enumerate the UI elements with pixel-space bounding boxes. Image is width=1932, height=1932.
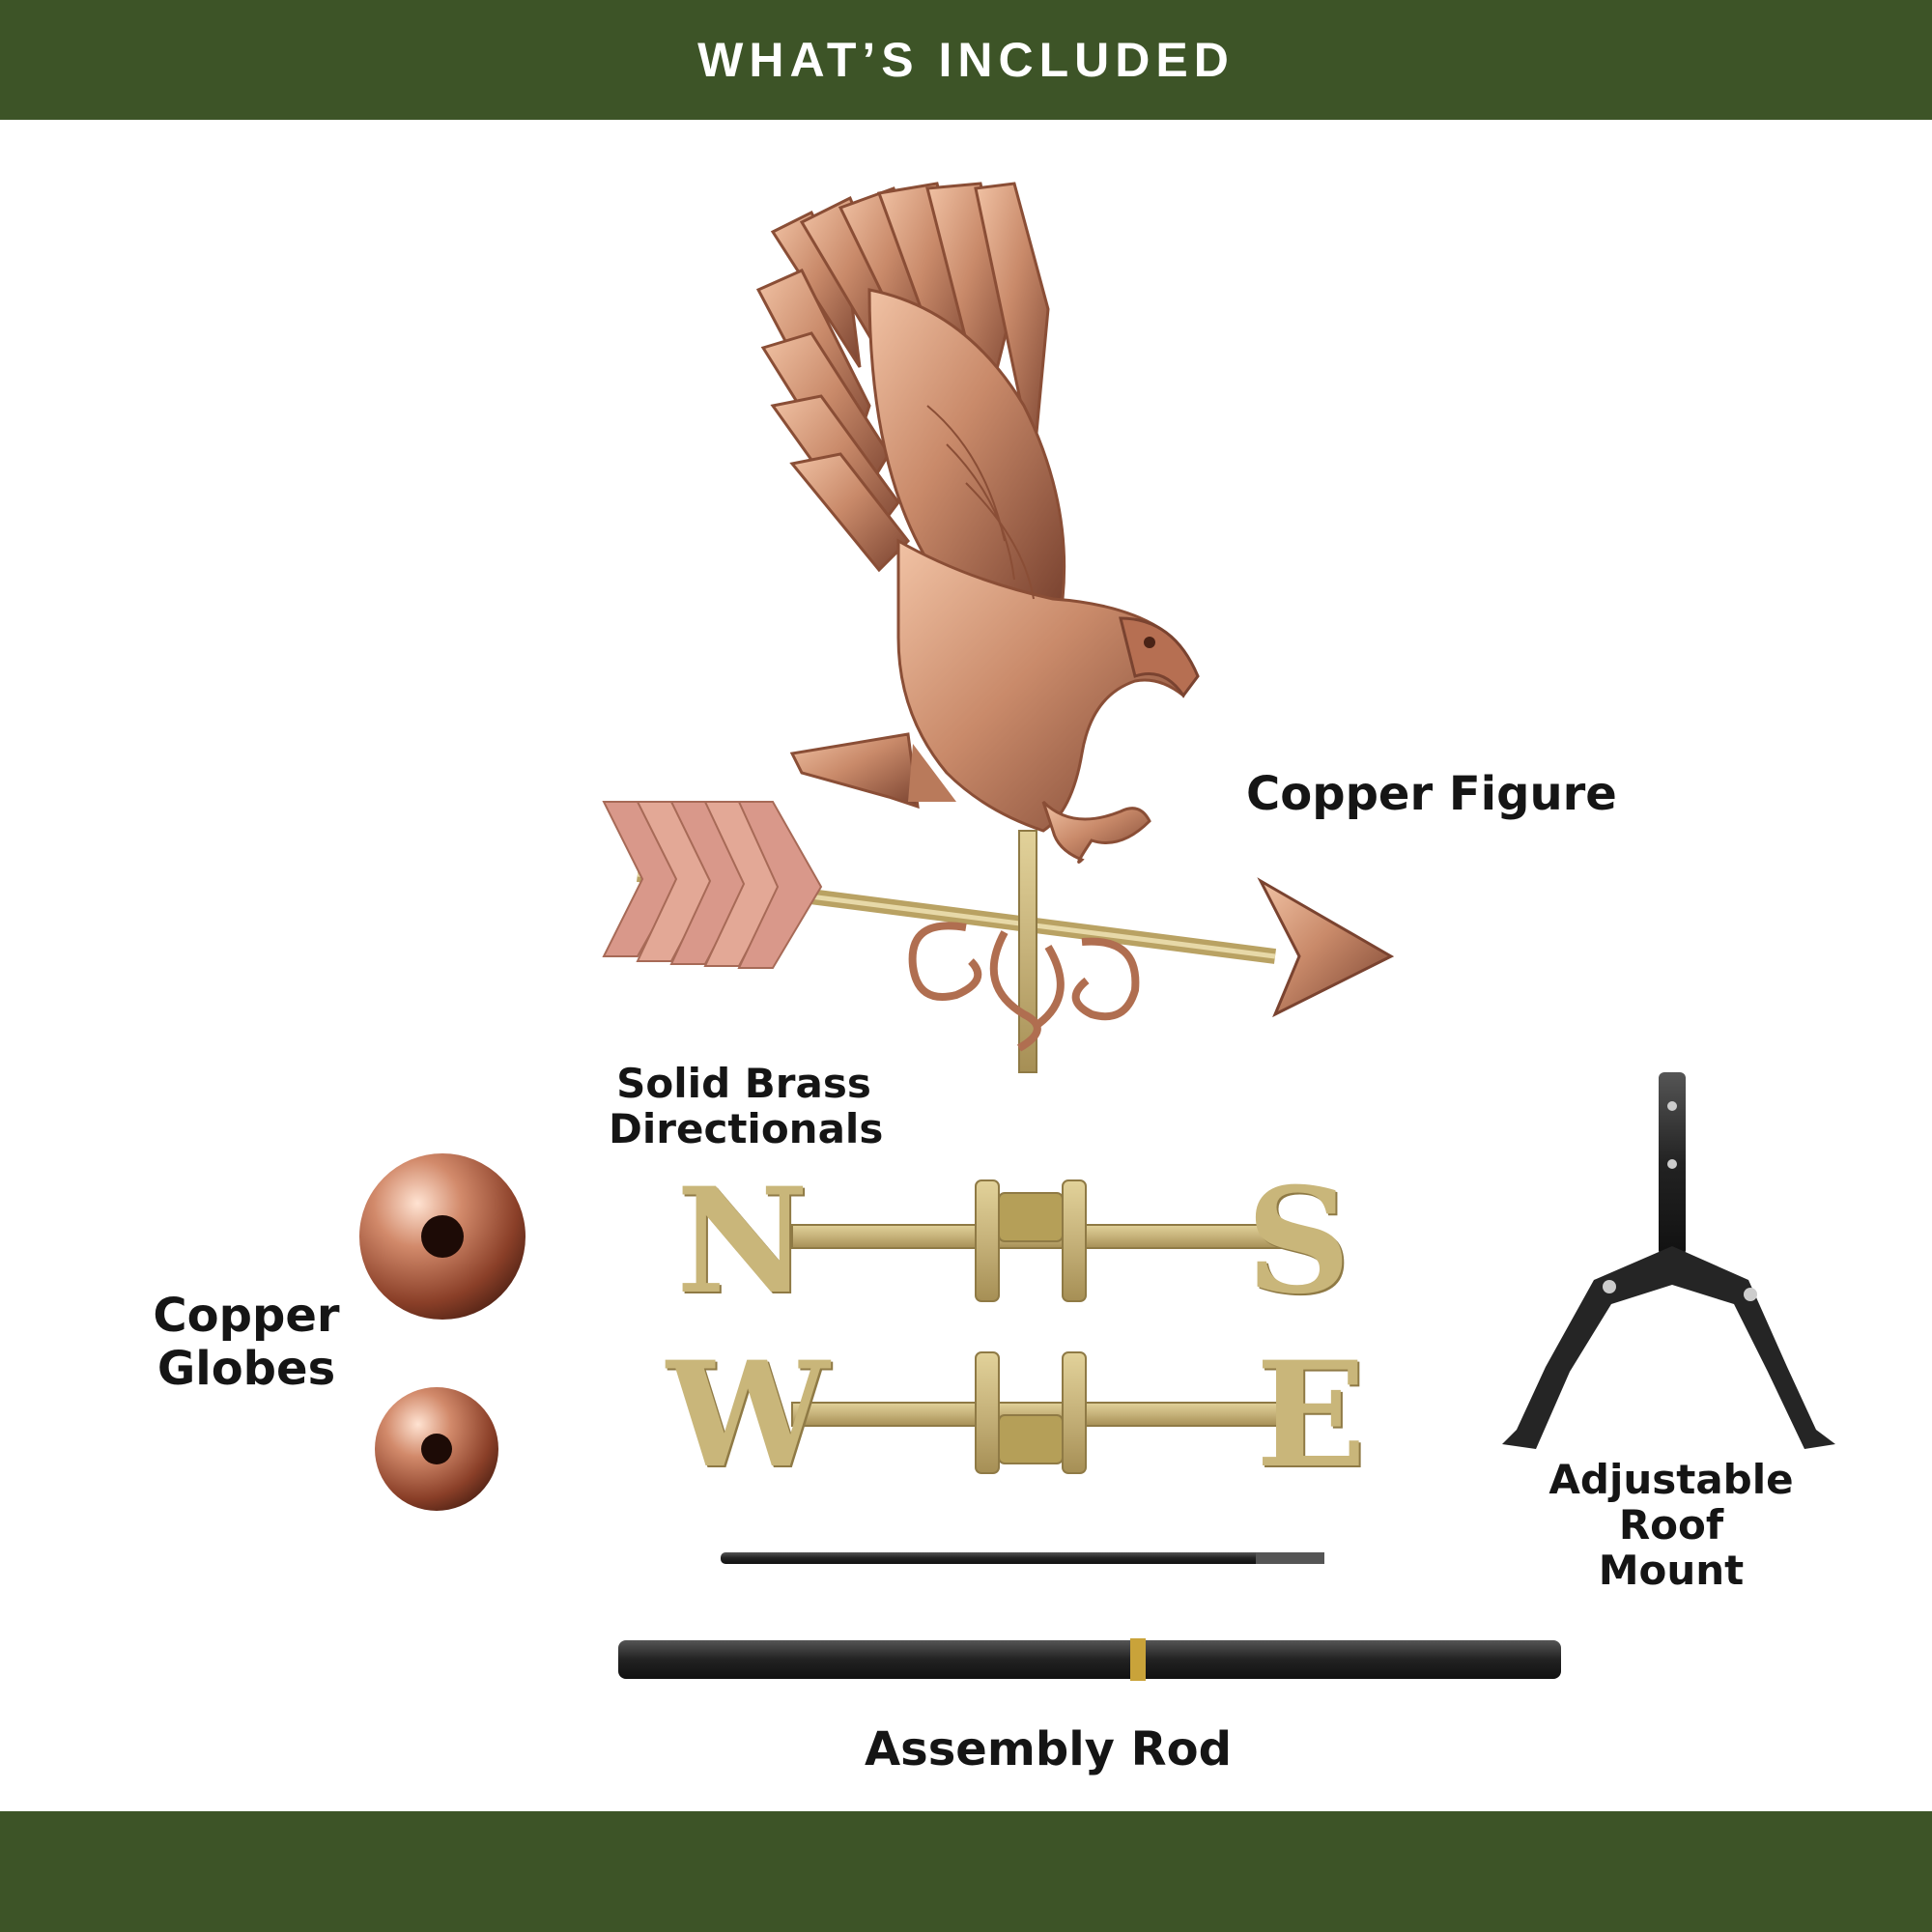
directional-bars — [791, 1179, 1286, 1474]
copper-globes-label: Copper Globes — [145, 1289, 348, 1397]
letter-south: S — [1246, 1156, 1351, 1326]
thick-rod — [618, 1640, 1561, 1679]
adjustable-roof-mount-label: Adjustable Roof Mount — [1536, 1457, 1806, 1593]
globes-label-line-2: Globes — [156, 1342, 336, 1397]
assembly-rods — [618, 1552, 1561, 1681]
roof-label-line-2: Roof — [1618, 1501, 1724, 1549]
brass-label-line-2: Directionals — [609, 1105, 884, 1153]
assembly-rod-label: Assembly Rod — [865, 1722, 1232, 1776]
solid-brass-directionals-label: Solid Brass Directionals — [609, 1060, 884, 1153]
letter-west: W — [667, 1330, 830, 1500]
directional-arrow — [602, 801, 1395, 1073]
roof-label-line-3: Mount — [1598, 1547, 1745, 1595]
thin-rod — [721, 1552, 1324, 1564]
roof-label-line-1: Adjustable — [1548, 1456, 1794, 1503]
copper-eagle-figure — [755, 182, 1200, 864]
page-title: WHAT’S INCLUDED — [697, 33, 1235, 87]
adjustable-roof-mount-graphic — [1502, 1072, 1835, 1449]
copper-figure-label: Copper Figure — [1246, 767, 1617, 821]
brass-label-line-1: Solid Brass — [616, 1060, 871, 1107]
letter-east: E — [1256, 1330, 1367, 1500]
footer-banner — [0, 1811, 1932, 1932]
globes-label-line-1: Copper — [153, 1289, 340, 1343]
header-banner: WHAT’S INCLUDED — [0, 0, 1932, 120]
letter-north: N — [676, 1156, 810, 1326]
copper-globes — [359, 1153, 526, 1511]
